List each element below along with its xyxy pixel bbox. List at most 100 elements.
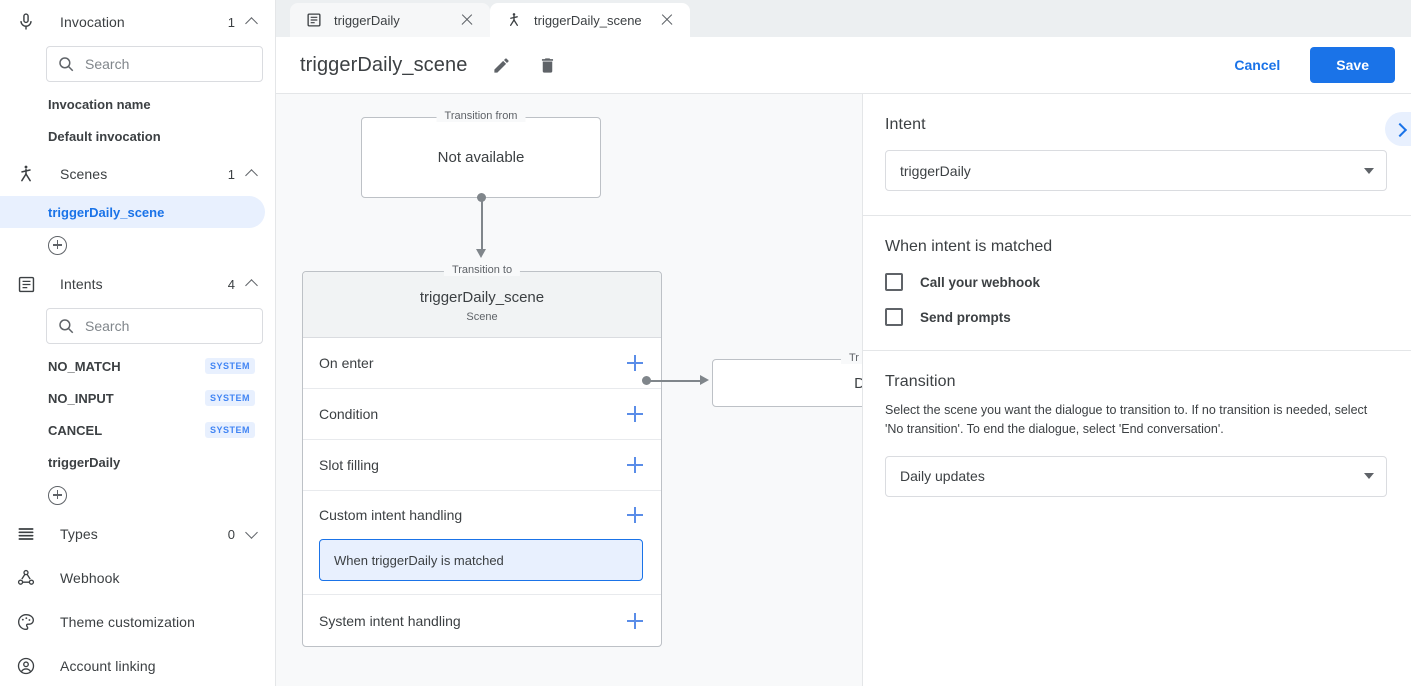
sidebar-item-triggerdaily-scene[interactable]: triggerDaily_scene	[0, 196, 265, 228]
scene-row-label: On enter	[319, 355, 374, 371]
invocation-search-input[interactable]: Search	[46, 46, 263, 82]
scene-row-on-enter[interactable]: On enter	[303, 338, 661, 389]
sidebar-item-label: triggerDaily_scene	[48, 204, 165, 220]
sidebar-item-label: NO_INPUT	[48, 390, 114, 406]
close-icon[interactable]	[458, 11, 476, 29]
plus-icon[interactable]	[627, 612, 643, 629]
sidebar-group-types-label: Types	[60, 526, 98, 542]
scene-row-system-intent-handling[interactable]: System intent handling	[303, 595, 661, 646]
transition-to-value: Dail	[854, 375, 862, 392]
cancel-button[interactable]: Cancel	[1218, 48, 1296, 82]
scene-row-condition[interactable]: Condition	[303, 389, 661, 440]
scene-graph-canvas[interactable]: Transition from Not available Transition…	[276, 94, 863, 686]
sidebar-item-label: Invocation name	[48, 96, 151, 112]
scene-block-custom-intent-handling: Custom intent handling When triggerDaily…	[303, 491, 661, 595]
sidebar-item-label: NO_MATCH	[48, 358, 121, 374]
intents-search-placeholder: Search	[85, 318, 130, 334]
sidebar-item-label: triggerDaily	[48, 454, 121, 470]
chevron-up-icon[interactable]	[247, 16, 259, 28]
sidebar-item-label: Theme customization	[60, 614, 195, 630]
sidebar-group-scenes[interactable]: Scenes 1	[0, 152, 275, 196]
transition-from-value: Not available	[437, 149, 525, 166]
chevron-up-icon[interactable]	[247, 278, 259, 290]
sidebar-item-theme-customization[interactable]: Theme customization	[0, 600, 275, 644]
connector-dot	[642, 376, 651, 385]
connector-line	[481, 198, 483, 251]
sidebar-item-cancel[interactable]: CANCEL SYSTEM	[0, 414, 265, 446]
scene-row-custom-intent-handling[interactable]: Custom intent handling	[303, 491, 661, 539]
transition-from-node[interactable]: Transition from Not available	[361, 110, 601, 198]
transition-to-legend: Transition to	[443, 264, 521, 276]
scene-node[interactable]: Transition to triggerDaily_scene Scene O…	[302, 264, 662, 647]
tab-triggerdaily-scene[interactable]: triggerDaily_scene	[490, 3, 690, 37]
sidebar-item-no-input[interactable]: NO_INPUT SYSTEM	[0, 382, 265, 414]
sidebar-item-default-invocation[interactable]: Default invocation	[0, 120, 265, 152]
chevron-up-icon[interactable]	[247, 168, 259, 180]
search-icon	[57, 55, 75, 73]
intent-handler-chip[interactable]: When triggerDaily is matched	[319, 539, 643, 581]
scene-row-label: Custom intent handling	[319, 507, 463, 523]
intents-search-input[interactable]: Search	[46, 308, 263, 344]
sidebar-item-no-match[interactable]: NO_MATCH SYSTEM	[0, 350, 265, 382]
properties-panel: Intent triggerDaily When intent is match…	[863, 94, 1411, 686]
status-badge: SYSTEM	[204, 422, 255, 438]
sidebar-group-scenes-label: Scenes	[60, 166, 108, 182]
panel-divider	[863, 350, 1411, 351]
pencil-icon[interactable]	[489, 53, 513, 77]
trash-icon[interactable]	[535, 53, 559, 77]
transition-select[interactable]: Daily updates	[885, 455, 1387, 497]
sidebar-group-intents-label: Intents	[60, 276, 103, 292]
left-sidebar: Invocation 1 Search Invocation name Defa…	[0, 0, 276, 686]
connector-line	[647, 380, 702, 382]
checkbox-call-your-webhook[interactable]: Call your webhook	[885, 273, 1387, 291]
plus-icon[interactable]	[627, 406, 643, 422]
plus-icon[interactable]	[627, 355, 643, 371]
intent-select-value: triggerDaily	[900, 162, 971, 179]
intents-icon	[306, 12, 322, 28]
plus-icon[interactable]	[627, 457, 643, 473]
sidebar-group-intents-count: 4	[227, 276, 235, 292]
body-split: Transition from Not available Transition…	[276, 94, 1411, 686]
status-badge: SYSTEM	[204, 390, 255, 406]
tab-strip: triggerDaily triggerDaily_scene	[276, 0, 1411, 37]
sidebar-item-label: Account linking	[60, 658, 156, 674]
add-scene-icon[interactable]	[48, 235, 67, 255]
connector-arrow-right	[700, 375, 709, 385]
sidebar-item-account-linking[interactable]: Account linking	[0, 644, 275, 686]
transition-to-node[interactable]: Tr Dail	[712, 352, 862, 407]
checkbox-label: Send prompts	[920, 309, 1011, 325]
chevron-down-icon[interactable]	[247, 528, 259, 540]
sidebar-item-label: Default invocation	[48, 128, 161, 144]
when-intent-matched-heading: When intent is matched	[885, 238, 1053, 255]
sidebar-group-types[interactable]: Types 0	[0, 512, 275, 556]
intent-select[interactable]: triggerDaily	[885, 150, 1387, 191]
tab-label: triggerDaily_scene	[534, 12, 642, 28]
sidebar-item-invocation-name[interactable]: Invocation name	[0, 88, 265, 120]
transition-select-value: Daily updates	[900, 468, 985, 485]
sidebar-item-triggerdaily[interactable]: triggerDaily	[0, 446, 265, 478]
chevron-down-icon[interactable]	[1364, 167, 1374, 174]
sidebar-group-invocation-count: 1	[227, 14, 235, 30]
add-intent-icon[interactable]	[48, 485, 67, 505]
chevron-down-icon[interactable]	[1364, 473, 1374, 480]
sidebar-item-webhook[interactable]: Webhook	[0, 556, 275, 600]
checkbox-box[interactable]	[885, 273, 903, 291]
when-intent-matched-section: When intent is matched Call your webhook…	[863, 216, 1411, 350]
sidebar-group-intents[interactable]: Intents 4	[0, 262, 275, 306]
checkbox-send-prompts[interactable]: Send prompts	[885, 308, 1387, 326]
webhook-icon	[14, 566, 38, 590]
plus-icon[interactable]	[627, 507, 643, 523]
add-scene-row	[0, 228, 275, 262]
checkbox-box[interactable]	[885, 308, 903, 326]
sidebar-group-invocation[interactable]: Invocation 1	[0, 0, 275, 44]
sidebar-group-invocation-label: Invocation	[60, 14, 125, 30]
status-badge: SYSTEM	[204, 358, 255, 374]
transition-section: Transition Select the scene you want the…	[863, 351, 1411, 521]
save-button[interactable]: Save	[1310, 47, 1395, 83]
sidebar-group-scenes-count: 1	[227, 166, 235, 182]
scene-row-slot-filling[interactable]: Slot filling	[303, 440, 661, 491]
close-icon[interactable]	[658, 11, 676, 29]
panel-collapse-toggle[interactable]	[1385, 112, 1411, 146]
tab-triggerdaily[interactable]: triggerDaily	[290, 3, 490, 37]
